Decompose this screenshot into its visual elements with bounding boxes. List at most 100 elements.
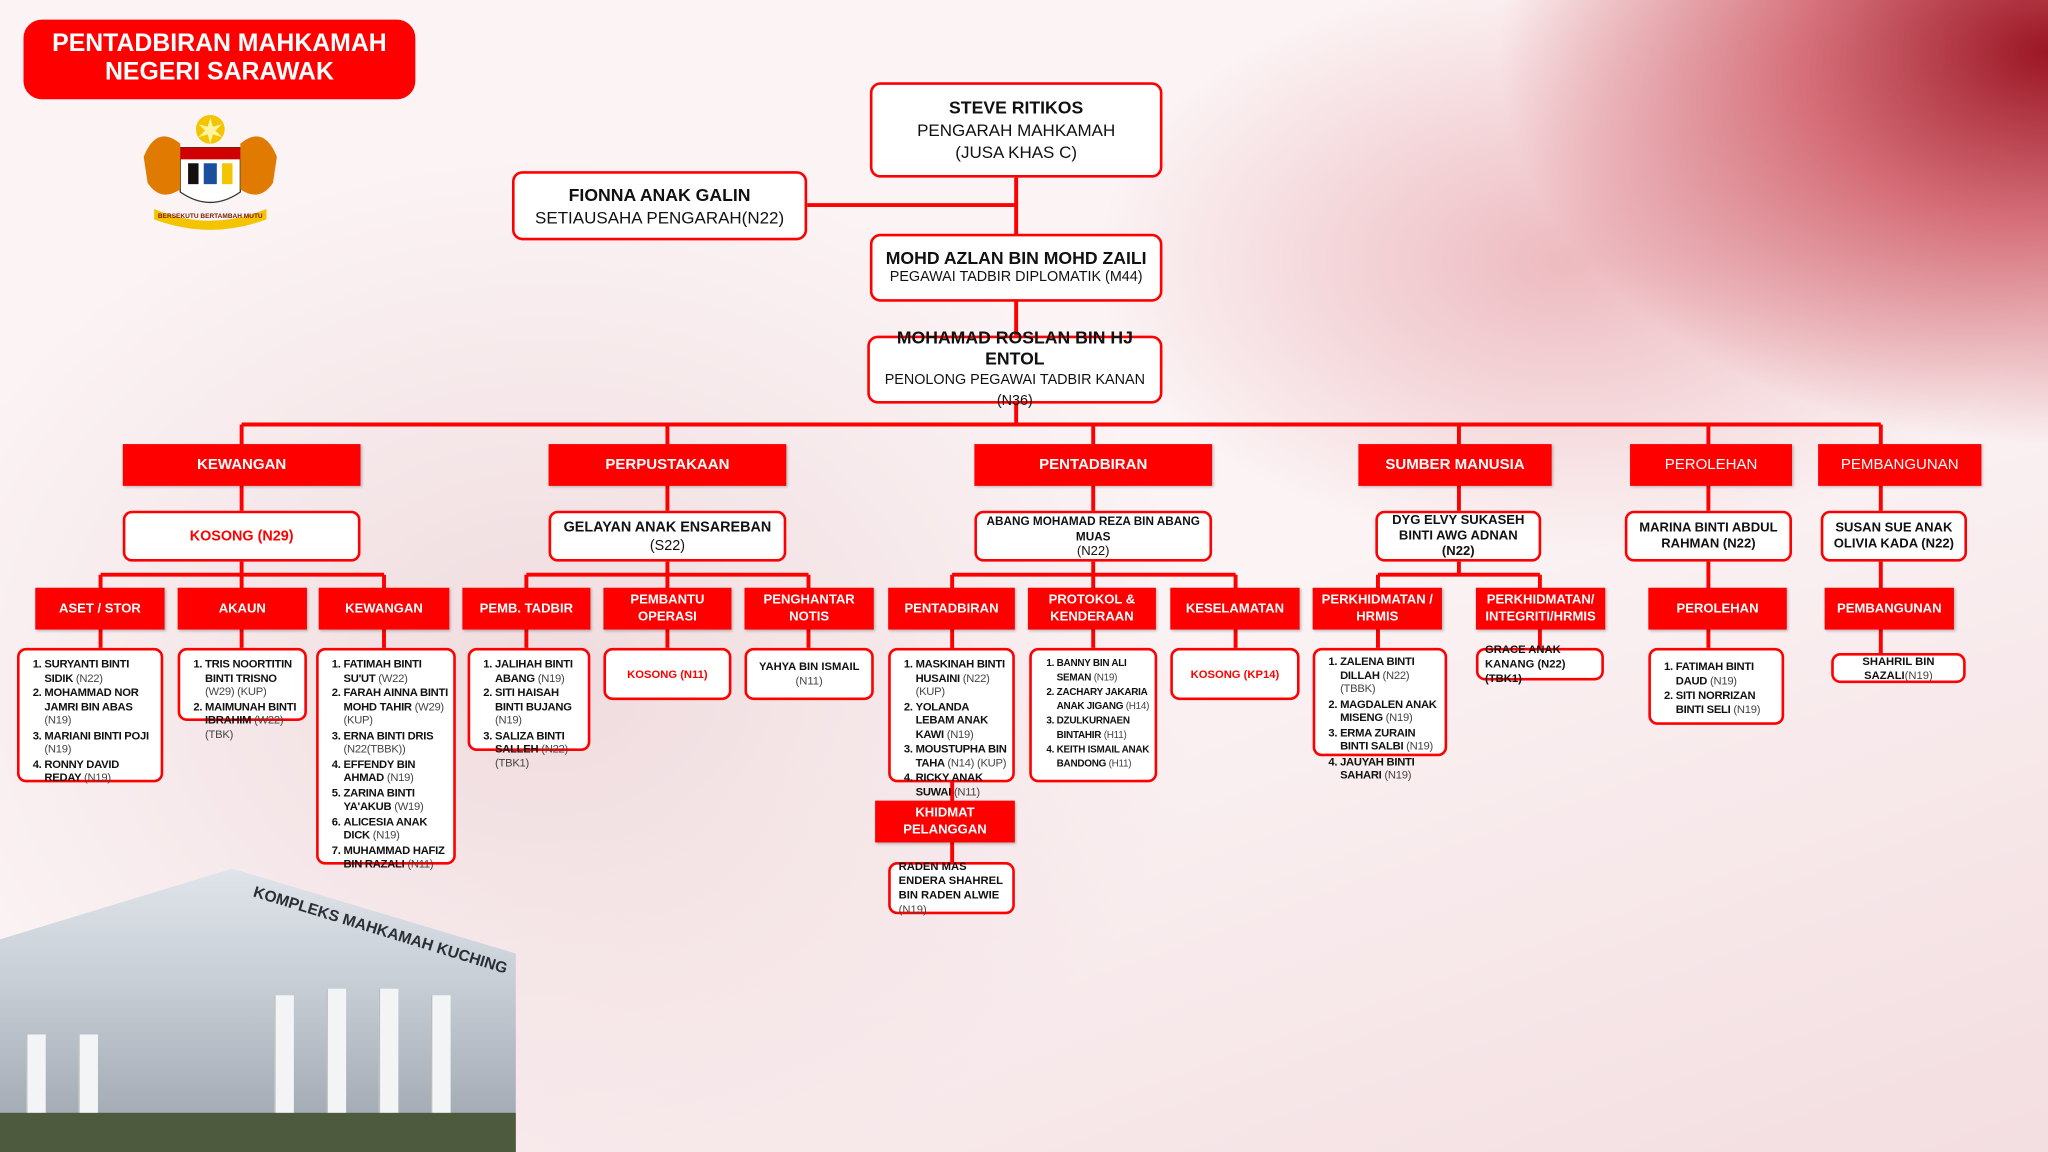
staff-grade: (W22)(TBK) [205,713,284,740]
staff-grade: (N19) [537,670,565,684]
staff-grade: (N19) [386,770,414,784]
list-item: JALIHAH BINTI ABANG (N19) [495,657,583,684]
unit-aset-stor: ASET / STOR [35,587,165,630]
staff-grade: (N19) [1093,670,1118,683]
staff-grade: (N19) [1904,668,1933,682]
staff-grade: (N11) [407,856,434,870]
list-item: TRIS NOORTITIN BINTI TRISNO (W29) (KUP) [205,657,299,698]
list-item: SALIZA BINTI SALLEH (N22)(TBK1) [495,728,583,769]
staff-name: ERNA BINTI DRIS [343,728,434,742]
staff-name: GRACE ANAK KANANG [1485,642,1561,671]
division-pentadbiran: PENTADBIRAN [974,444,1213,486]
list-item: SITI NORRIZAN BINTI SELI (N19) [1676,688,1777,715]
list-item: MUHAMMAD HAFIZ BIN RAZALI (N11) [344,843,448,870]
list-item: FATIMAH BINTI SU'UT (W22) [344,657,448,684]
list-item: JAUYAH BINTI SAHARI (N19) [1340,754,1439,781]
list-item: ALICESIA ANAK DICK (N19) [344,814,448,841]
unit-akaun: AKAUN [177,587,307,630]
asst-officer-name: MOHAMAD ROSLAN BIN HJ ENTOL [896,327,1133,369]
staff-name: MOUSTUPHA BIN TAHA [915,741,1007,769]
staff-name: RICKY ANAK SUWAI [915,770,984,798]
division-sumber-manusia: SUMBER MANUSIA [1358,444,1552,486]
asst-officer-box: MOHAMAD ROSLAN BIN HJ ENTOL PENOLONG PEG… [867,328,1163,409]
list-item: MAGDALEN ANAK MISENG (N19) [1340,697,1439,724]
officer-name: MOHD AZLAN BIN MOHD ZAILI [885,248,1147,268]
division-pembangunan: PEMBANGUNAN [1818,444,1982,486]
staff-grade: (N19) [44,713,72,727]
officer-box: MOHD AZLAN BIN MOHD ZAILI PEGAWAI TADBIR… [869,233,1163,302]
staff-grade: (N14) (KUP) [947,755,1007,769]
secretary-box: FIONNA ANAK GALIN SETIAUSAHA PENGARAH(N2… [511,171,808,241]
unit-keselamatan: KESELAMATAN [1170,587,1300,630]
staff-name: FATIMAH BINTI SU'UT [343,656,422,684]
staff-name: ALICESIA ANAK DICK [343,814,428,842]
staff-grade: (N22) [75,670,103,684]
staff-list: FATIMAH BINTI DAUD (N19)SITI NORRIZAN BI… [1659,660,1777,716]
unit-pembangunan: PEMBANGUNAN [1824,587,1954,630]
staff-grade: (N19) [44,741,72,755]
staff-name: YOLANDA LEBAM ANAK KAWI [915,699,989,740]
staff-name: MASKINAH BINTI HUSAINI [915,656,1006,684]
staff-name: MUHAMMAD HAFIZ BIN RAZALI [343,843,445,870]
crest-motto-text: BERSEKUTU BERTAMBAH MUTU [157,212,263,221]
staff-name: SALIZA BINTI SALLEH [495,728,565,755]
director-title: PENGARAH MAHKAMAH [917,120,1116,140]
staff-grade: (N19) [1733,702,1761,716]
staff-grade: (W22) [378,670,408,684]
list-item: ZALENA BINTI DILLAH (N22) (TBBK) [1340,654,1439,695]
staff-grade: (N19) [1406,739,1433,753]
staff-name: DZULKURNAEN BINTAHIR [1056,714,1130,740]
staff-list-aset: SURYANTI BINTI SIDIK (N22)MOHAMMAD NOR J… [16,647,164,784]
staff-name: MAGDALEN ANAK MISENG [1340,696,1437,724]
staff-grade: (N22)(TBK1) [495,741,569,769]
staff-pembangunan: SHAHRIL BIN SAZALI(N19) [1831,653,1966,684]
page-title: PENTADBIRAN MAHKAMAH NEGERI SARAWAK [23,19,416,100]
staff-list: FATIMAH BINTI SU'UT (W22)FARAH AINNA BIN… [327,657,449,871]
staff-name: MAIMUNAH BINTI IBRAHIM [205,699,297,727]
head-name: MARINA BINTI ABDUL RAHMAN (N22) [1639,520,1778,551]
staff-name: MOHAMMAD NOR JAMRI BIN ABAS [44,685,139,713]
unit-pemb-tadbir: PEMB. TADBIR [462,587,591,630]
staff-name: ZARINA BINTI YA'AKUB [343,785,416,813]
list-item: ERNA BINTI DRIS (N22(TBBK)) [344,728,448,755]
list-item: ZARINA BINTI YA'AKUB (W19) [344,786,448,813]
staff-integriti-hrmis: GRACE ANAK KANANG (N22)(TBK1) [1475,643,1604,684]
head-sumber-manusia: DYG ELVY SUKASEH BINTI AWG ADNAN (N22) [1375,510,1542,562]
list-item: MOHAMMAD NOR JAMRI BIN ABAS (N19) [44,686,155,727]
staff-name: SITI NORRIZAN BINTI SELI [1675,688,1756,716]
list-item: BANNY BIN ALI SEMAN (N19) [1057,657,1150,684]
asst-officer-title: PENOLONG PEGAWAI TADBIR KANAN (N36) [884,372,1145,409]
list-item: KEITH ISMAIL ANAK BANDONG (H11) [1057,743,1150,770]
list-item: MASKINAH BINTI HUSAINI (N22) (KUP) [916,657,1007,698]
staff-grade: (W19) [394,799,424,813]
staff-name: ZALENA BINTI DILLAH [1340,654,1415,682]
staff-list: ZALENA BINTI DILLAH (N22) (TBBK)MAGDALEN… [1323,654,1439,781]
staff-name: ZACHARY JAKARIA ANAK JIGANG [1056,685,1148,712]
head-perolehan: MARINA BINTI ABDUL RAHMAN (N22) [1624,510,1792,562]
unit-perkhidmatan-hrmis: PERKHIDMATAN / HRMIS [1312,587,1442,630]
staff-grade: (N11) [795,673,823,688]
unit-kewangan: KEWANGAN [318,587,450,630]
staff-khidmat-pelanggan: RADEN MAS ENDERA SHAHREL BIN RADEN ALWIE… [888,859,1015,916]
staff-list-perolehan: FATIMAH BINTI DAUD (N19)SITI NORRIZAN BI… [1648,647,1785,725]
staff-name: TRIS NOORTITIN BINTI TRISNO [205,656,292,684]
staff-list: JALIHAH BINTI ABANG (N19)SITI HAISAH BIN… [478,657,582,769]
staff-name: ERMA ZURAIN BINTI SALBI [1340,725,1416,753]
officer-title: PEGAWAI TADBIR DIPLOMATIK (M44) [889,269,1143,285]
staff-list-kewangan: FATIMAH BINTI SU'UT (W22)FARAH AINNA BIN… [316,647,456,870]
staff-grade: (N22(TBBK)) [343,741,406,755]
unit-integriti-hrmis: PERKHIDMATAN/ INTEGRITI/HRMIS [1475,587,1606,630]
staff-penghantar-notis: YAHYA BIN ISMAIL (N11) [744,647,874,701]
staff-name: BANNY BIN ALI SEMAN [1056,656,1127,683]
staff-name: FARAH AINNA BINTI MOHD TAHIR [343,685,449,713]
staff-list-protokol: BANNY BIN ALI SEMAN (N19)ZACHARY JAKARIA… [1029,647,1158,783]
list-item: FATIMAH BINTI DAUD (N19) [1676,660,1777,687]
list-item: ZACHARY JAKARIA ANAK JIGANG (H14) [1057,686,1150,713]
staff-grade: (N19) [1384,767,1412,782]
staff-grade: (N19) [495,713,522,727]
head-name: KOSONG (N29) [189,528,294,544]
staff-grade: (H11) [1103,728,1127,740]
staff-grade: (N22) (TBBK) [1340,668,1410,695]
coat-of-arms-logo: BERSEKUTU BERTAMBAH MUTU [131,111,290,235]
staff-list: TRIS NOORTITIN BINTI TRISNO (W29) (KUP)M… [188,657,299,741]
